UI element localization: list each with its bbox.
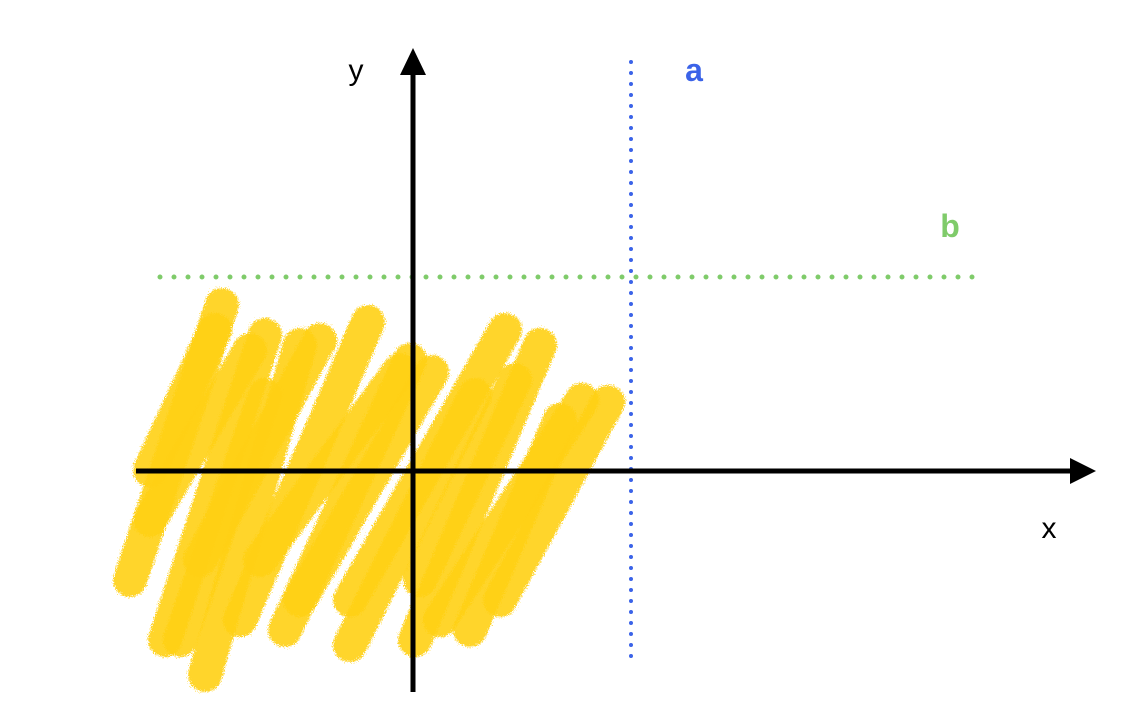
hatch-stroke <box>243 353 417 577</box>
hatch-stroke <box>333 313 522 617</box>
x-axis-arrowhead <box>1070 458 1096 484</box>
y-axis-label: y <box>349 54 364 87</box>
hatch-stroke <box>453 403 577 647</box>
x-axis-label: x <box>1042 512 1057 545</box>
y-axis <box>400 48 426 692</box>
line-a-label: a <box>685 52 703 88</box>
hatch-stroke <box>183 323 337 577</box>
y-axis-arrowhead <box>400 48 426 75</box>
hatch-stroke <box>283 355 449 617</box>
line-b-label: b <box>940 208 960 244</box>
hatch-stroke <box>133 313 232 487</box>
hatch-stroke <box>133 333 267 537</box>
hatch-stroke <box>403 363 532 597</box>
hatch-stroke <box>483 385 625 617</box>
shaded-region <box>113 288 625 692</box>
x-axis <box>136 458 1096 484</box>
